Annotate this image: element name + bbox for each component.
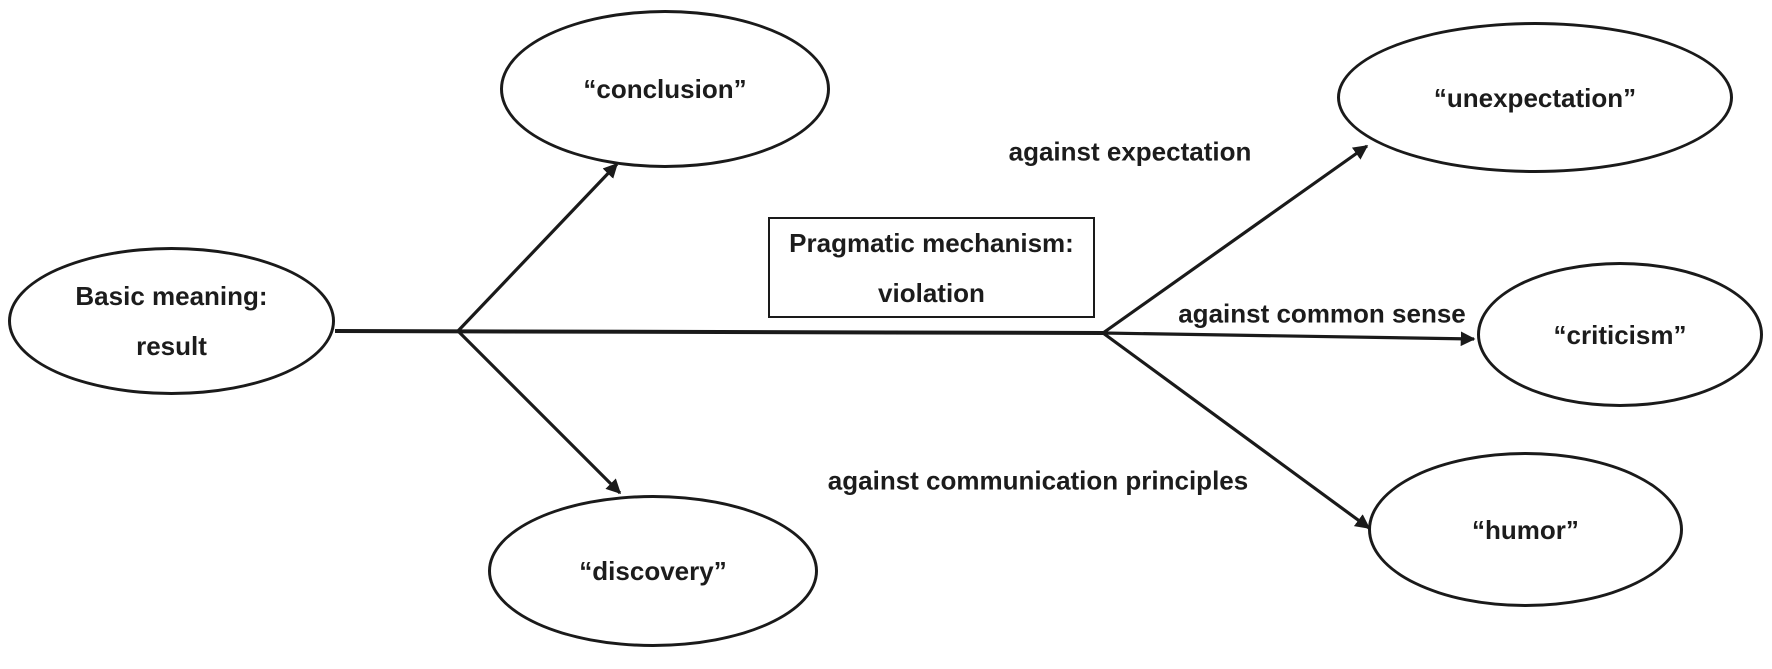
node-unexpectation: “unexpectation” <box>1337 22 1733 173</box>
node-unexpectation-label: “unexpectation” <box>1433 82 1637 113</box>
edge-label-against-common-sense: against common sense <box>1178 298 1466 329</box>
arrow-to-unexpectation <box>1102 144 1369 335</box>
node-pragmatic-mechanism-box: Pragmatic mechanism: violation <box>768 217 1095 318</box>
node-conclusion: “conclusion” <box>500 10 830 168</box>
arrow-to-discovery <box>456 329 622 495</box>
edge-label-against-expectation: against expectation <box>1008 136 1252 167</box>
node-basic-meaning-line1: Basic meaning: <box>75 281 268 311</box>
edge-label-against-communication-principles: against communication principles <box>827 465 1249 496</box>
node-pragmatic-mechanism-line2: violation <box>878 277 985 308</box>
arrow-to-criticism <box>1102 331 1476 347</box>
node-criticism-label: “criticism” <box>1553 319 1687 350</box>
node-humor-label: “humor” <box>1472 514 1579 545</box>
node-basic-meaning: Basic meaning: result <box>8 247 335 395</box>
node-discovery: “discovery” <box>488 495 818 647</box>
arrow-to-humor <box>1102 331 1371 530</box>
node-humor: “humor” <box>1368 452 1683 607</box>
node-conclusion-label: “conclusion” <box>583 74 747 104</box>
node-basic-meaning-line2: result <box>136 331 207 361</box>
edge-basic-to-right-branch <box>334 329 1104 335</box>
arrow-to-conclusion <box>456 162 619 333</box>
node-pragmatic-mechanism-line1: Pragmatic mechanism: <box>789 227 1074 258</box>
node-discovery-label: “discovery” <box>579 556 727 586</box>
node-criticism: “criticism” <box>1477 262 1763 407</box>
